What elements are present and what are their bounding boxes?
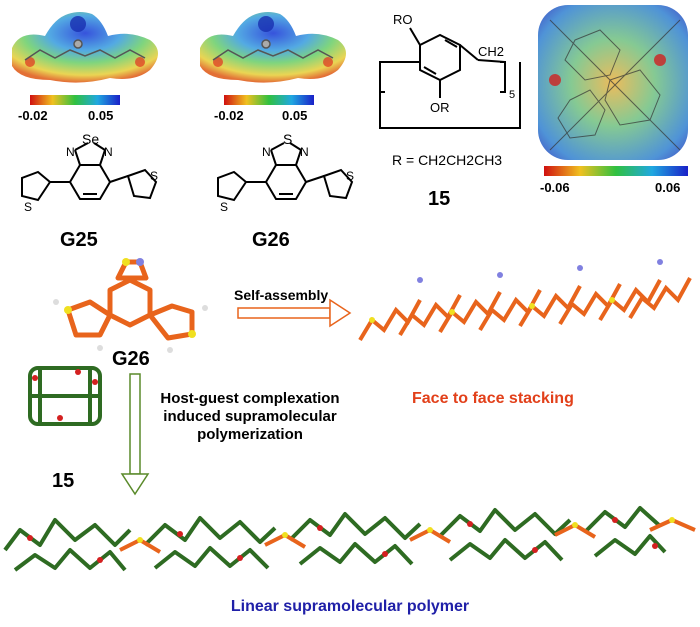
- g26-s-right: S: [346, 169, 354, 183]
- middle-panel: G26 Self-assembly Face to face stacking: [28, 258, 692, 426]
- top-panel: -0.02 0.05 -0.02 0.05 -0.06 0.06: [12, 5, 688, 250]
- complexation-caption: Host-guest complexation induced supramol…: [150, 390, 350, 444]
- esp-map-g25: [12, 12, 158, 83]
- host-model-oxygens: [32, 369, 98, 421]
- g26-model-atoms: [53, 258, 208, 353]
- stacking-atoms: [369, 259, 663, 323]
- pillar-r-definition: R = CH2CH2CH3: [392, 152, 502, 168]
- g25-label: G25: [60, 229, 98, 250]
- stacking-model: [358, 277, 692, 342]
- complexation-arrow: [120, 373, 150, 496]
- complexation-line2: induced supramolecular: [163, 408, 337, 425]
- g25-n1: N: [66, 145, 75, 159]
- pillar-ro: RO: [393, 12, 413, 27]
- pillar-label: 15: [428, 188, 450, 210]
- polymer-sulfurs: [137, 517, 675, 543]
- g25-n2: N: [104, 145, 113, 159]
- color-scale-g25: [30, 95, 120, 105]
- host-model: [28, 366, 102, 426]
- polymer-model: [3, 506, 696, 572]
- self-assembly-label: Self-assembly: [234, 287, 328, 303]
- g25-s-right: S: [150, 169, 158, 183]
- color-scale-host: [544, 166, 688, 176]
- esp-map-host: [538, 5, 688, 160]
- esp-map-g26: [200, 12, 346, 83]
- g26-n2: N: [300, 145, 309, 159]
- host-model-label: 15: [52, 470, 75, 492]
- g25-s-left: S: [24, 200, 32, 214]
- scale-min-g25: -0.02: [18, 108, 48, 123]
- scale-max-g26: 0.05: [282, 108, 307, 123]
- structure-g26: [217, 142, 354, 202]
- scale-min-host: -0.06: [540, 180, 570, 195]
- pillar-or: OR: [430, 100, 450, 115]
- complexation-line1: Host-guest complexation: [160, 390, 340, 407]
- pillar-ch2: CH2: [478, 44, 504, 59]
- scale-max-host: 0.06: [655, 180, 680, 195]
- self-assembly-arrow: [237, 298, 352, 328]
- scale-min-g26: -0.02: [214, 108, 244, 123]
- g26-heteroatom: S: [283, 131, 292, 147]
- polymer-oxygens: [27, 517, 658, 563]
- g26-s-left: S: [220, 200, 228, 214]
- g26-n1: N: [262, 145, 271, 159]
- g25-heteroatom: Se: [82, 131, 99, 147]
- structure-pillararene: [379, 27, 521, 129]
- pillar-repeat: 5: [509, 89, 515, 101]
- complexation-line3: polymerization: [197, 426, 303, 443]
- g26-model: [65, 259, 195, 341]
- stacking-label: Face to face stacking: [412, 390, 574, 407]
- structure-g25: [21, 142, 158, 202]
- scale-max-g25: 0.05: [88, 108, 113, 123]
- g26-model-label: G26: [112, 348, 150, 370]
- color-scale-g26: [224, 95, 314, 105]
- polymer-label: Linear supramolecular polymer: [230, 598, 470, 615]
- g26-label: G26: [252, 229, 290, 250]
